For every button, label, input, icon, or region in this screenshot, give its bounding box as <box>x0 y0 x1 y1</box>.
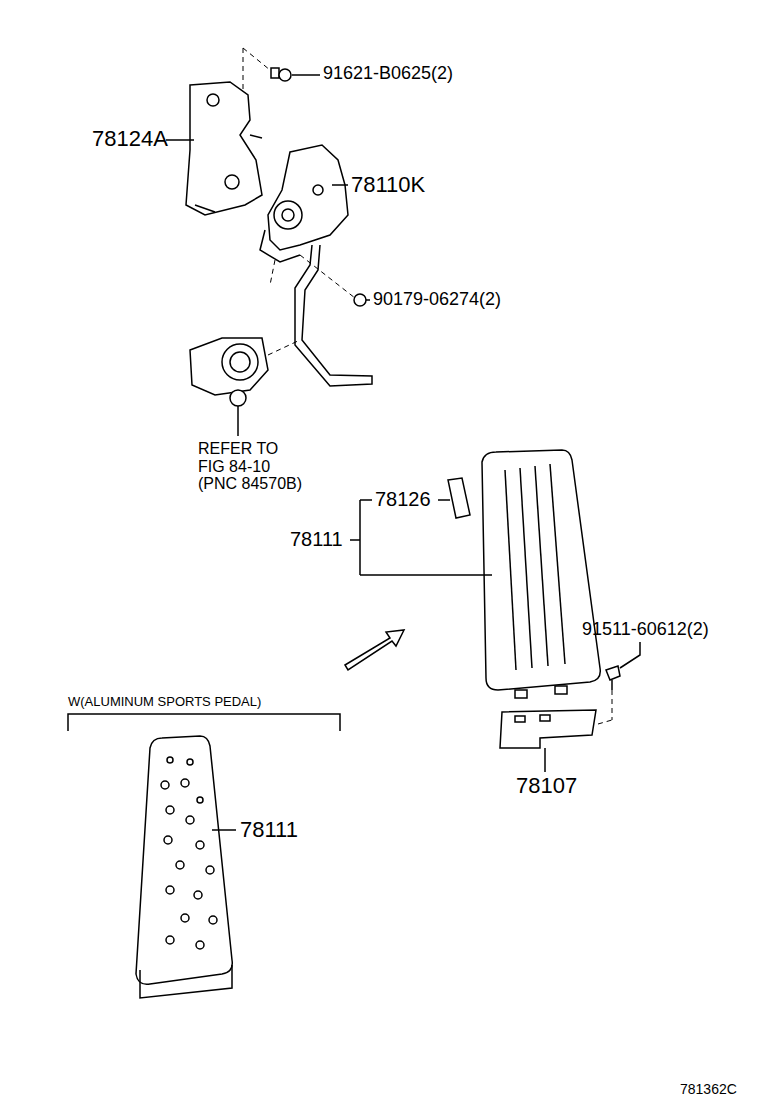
bolt <box>606 666 620 690</box>
part-number: 78110K <box>351 173 425 197</box>
part-number: 90179-06274(2) <box>373 290 501 310</box>
direction-arrow <box>345 630 404 670</box>
nut <box>354 294 366 306</box>
part-number: 78107 <box>516 774 577 798</box>
option-bracket <box>68 714 340 731</box>
leader-line <box>620 642 640 668</box>
leader-line <box>292 74 320 76</box>
part-number: 91621-B0625(2) <box>323 64 453 84</box>
reference-note: REFER TO FIG 84-10 (PNC 84570B) <box>198 440 308 493</box>
part-number: 78111 <box>290 528 343 550</box>
leader-line <box>237 406 239 436</box>
leader-line <box>544 748 546 772</box>
figure-code: 781362C <box>680 1082 737 1097</box>
part-number: 78111 <box>240 818 298 842</box>
pedal-bracket <box>500 690 612 748</box>
bracket <box>186 82 262 215</box>
bolt <box>243 48 291 120</box>
clip <box>448 478 470 518</box>
aluminum-pedal <box>136 736 232 998</box>
leader-line <box>212 829 236 831</box>
accelerator-pedal <box>482 450 600 698</box>
leader-line <box>166 139 194 141</box>
leader-line <box>332 184 348 186</box>
leader-line <box>350 500 492 575</box>
leader-line <box>366 299 370 301</box>
option-note: W(ALUMINUM SPORTS PEDAL) <box>68 695 261 709</box>
part-number: 91511-60612(2) <box>582 620 709 640</box>
part-number: 78126 <box>375 488 431 510</box>
position-sensor <box>190 338 300 406</box>
part-number: 78124A <box>92 127 168 151</box>
